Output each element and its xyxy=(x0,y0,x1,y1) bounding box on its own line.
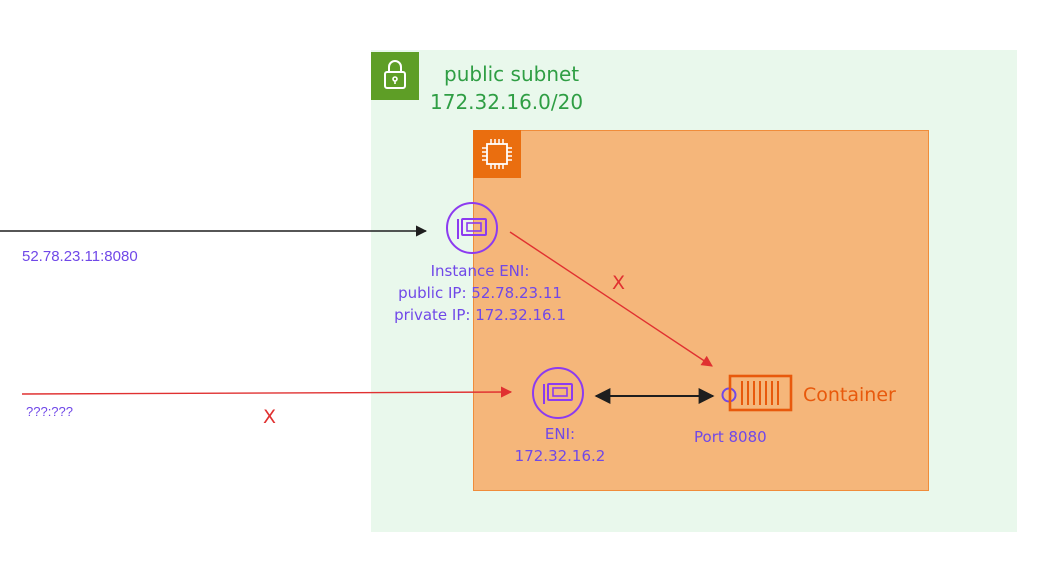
subnet-cidr: 172.32.16.0/20 xyxy=(430,90,584,114)
instance-eni-label: Instance ENI: public IP: 52.78.23.11 pri… xyxy=(355,260,605,326)
unknown-traffic-arrow xyxy=(21,386,513,398)
chip-icon xyxy=(473,130,521,178)
task-eni-label: ENI: 172.32.16.2 xyxy=(490,423,630,467)
blocked-forward-arrow xyxy=(509,231,713,367)
port-label: Port 8080 xyxy=(694,428,767,446)
subnet-name: public subnet xyxy=(444,62,580,86)
blocked-forward-mark: X xyxy=(612,272,626,294)
task-eni-title: ENI: xyxy=(544,425,576,443)
instance-eni-public-ip: public IP: 52.78.23.11 xyxy=(398,284,562,302)
instance-eni-private-ip: private IP: 172.32.16.1 xyxy=(394,306,566,324)
container-label: Container xyxy=(803,384,896,406)
lock-icon xyxy=(371,52,419,100)
container-icon xyxy=(728,374,793,412)
unknown-endpoint-label: ???:??? xyxy=(26,404,73,419)
public-endpoint-label: 52.78.23.11:8080 xyxy=(22,248,138,265)
task-eni-ip: 172.32.16.2 xyxy=(514,447,606,465)
network-interface-icon xyxy=(446,202,498,254)
subnet-label: public subnet 172.32.16.0/20 xyxy=(430,60,583,116)
network-interface-icon xyxy=(532,367,584,419)
ec2-instance xyxy=(473,130,929,491)
blocked-unknown-mark: X xyxy=(263,406,277,428)
instance-eni-title: Instance ENI: xyxy=(430,262,530,280)
